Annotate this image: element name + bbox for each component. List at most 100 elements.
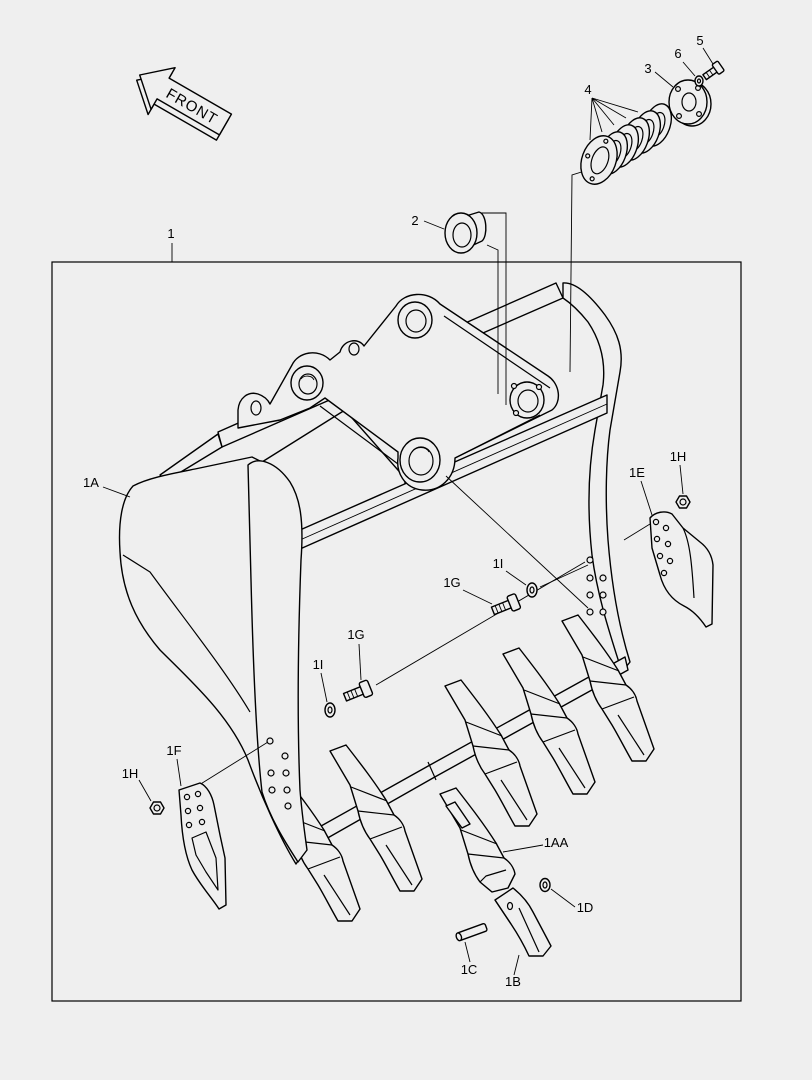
callout-1F: 1F: [166, 743, 181, 758]
leader-1AA: [502, 844, 544, 853]
retainer-plate-hole: [675, 112, 682, 119]
bolt-hole: [586, 574, 594, 582]
leader-1E: [640, 480, 653, 516]
boss-bolt-hole: [535, 383, 543, 391]
bolt-hole: [284, 802, 292, 810]
tooth-tip: [494, 887, 552, 957]
callout-labels: 1 1A 1E 1H 1I 1G 1G 1I 1F 1H 1AA 1D 1C 1…: [83, 33, 704, 989]
leader-3: [654, 71, 674, 88]
boss-bore-depth: [300, 375, 315, 381]
bolt-hole: [194, 790, 202, 798]
callout-3: 3: [644, 61, 651, 76]
leader-1B: [513, 954, 520, 976]
callout-1C: 1C: [461, 962, 478, 977]
left-side-edge-strip: [247, 460, 308, 863]
callout-4: 4: [584, 82, 591, 97]
callout-1E: 1E: [629, 465, 645, 480]
callout-1D: 1D: [577, 900, 594, 915]
side-cutter-body: [649, 511, 714, 628]
bolt-head: [506, 593, 522, 612]
callout-1B: 1B: [505, 974, 521, 989]
bolt-thread: [346, 688, 359, 700]
shim-stack: [580, 103, 673, 185]
pin-boss-upper-left: [290, 365, 324, 401]
washer-left: [324, 702, 336, 718]
leader-1I-left: [320, 672, 328, 703]
axis-line: [486, 244, 499, 394]
cutting-edge-gap: [427, 761, 437, 781]
right-side-plate-holes: [586, 556, 607, 616]
leader-1H-left: [138, 779, 152, 802]
bolt-hole: [586, 608, 594, 616]
adapter-nose: [479, 869, 507, 883]
bracket-plate-edge: [443, 315, 551, 389]
bolt-hole: [664, 540, 672, 548]
bolt-hole: [266, 737, 274, 745]
callout-1AA: 1AA: [544, 835, 569, 850]
bolt-head: [358, 679, 374, 699]
assembly-frame: [51, 261, 742, 1002]
side-cutter-right: [649, 511, 714, 628]
axis-line: [445, 475, 589, 609]
tooth-tip-pin-hole: [506, 901, 514, 911]
leader-1I-right: [505, 570, 527, 586]
bolt-hole: [656, 552, 664, 560]
shim-plate-hole: [603, 138, 609, 144]
bracket-plate-edge: [319, 405, 399, 465]
plate-bolt: [702, 60, 725, 81]
axis-line: [478, 212, 507, 405]
callout-6: 6: [674, 46, 681, 61]
callout-1G-left: 1G: [347, 627, 364, 642]
side-cutter-edge: [682, 527, 695, 599]
bolt-hole: [653, 535, 661, 543]
side-cutter-left: [178, 782, 227, 910]
retainer-washer: [539, 877, 551, 893]
leader-6: [682, 61, 696, 77]
bolt-thread: [494, 602, 506, 614]
boss-bore-depth: [411, 447, 430, 453]
mounting-brackets: [237, 293, 559, 491]
left-side-plate: [118, 456, 308, 865]
axis-line: [539, 564, 589, 588]
adapter-edge: [467, 853, 505, 859]
bracket-plate-edge: [454, 414, 541, 459]
bolt-right: [490, 593, 522, 616]
boss-bore: [405, 309, 427, 333]
nut-bore: [153, 804, 161, 812]
callout-1I-right: 1I: [493, 556, 504, 571]
callout-2: 2: [411, 213, 418, 228]
bolt-hole: [599, 591, 607, 599]
nut-left: [149, 801, 165, 815]
leader-1G-right: [462, 589, 493, 605]
bucket-teeth: [267, 614, 655, 922]
axis-line: [569, 169, 589, 373]
bolt-left: [342, 679, 374, 702]
leader-1C: [464, 941, 471, 963]
leader-1F: [176, 758, 182, 787]
front-direction-arrow: FRONT: [135, 67, 233, 141]
callout-1: 1: [167, 226, 174, 241]
ear-hole: [348, 342, 360, 356]
side-cutter-body: [178, 782, 227, 910]
callout-1G-right: 1G: [443, 575, 460, 590]
adapter-pin-slot: [445, 801, 471, 829]
callout-1H-right: 1H: [670, 449, 687, 464]
pin-boss-upper-right: [397, 301, 433, 339]
tooth-tip-edge: [494, 899, 512, 925]
washer-bore: [529, 586, 535, 594]
assembly-axis-lines: [190, 169, 651, 791]
leader-2: [423, 220, 445, 230]
nut-bore: [679, 498, 687, 506]
bolt-hole: [586, 591, 594, 599]
bolt-hole: [185, 821, 193, 829]
boss-bore: [408, 446, 434, 476]
retainer-plate-hole: [695, 110, 702, 117]
washer-bore: [327, 706, 333, 714]
bracket-plate: [237, 293, 559, 491]
bolt-hole: [666, 557, 674, 565]
axis-line: [190, 741, 269, 791]
bolt-hole: [267, 769, 275, 777]
leader-4: [589, 97, 639, 141]
bolt-hole: [184, 807, 192, 815]
